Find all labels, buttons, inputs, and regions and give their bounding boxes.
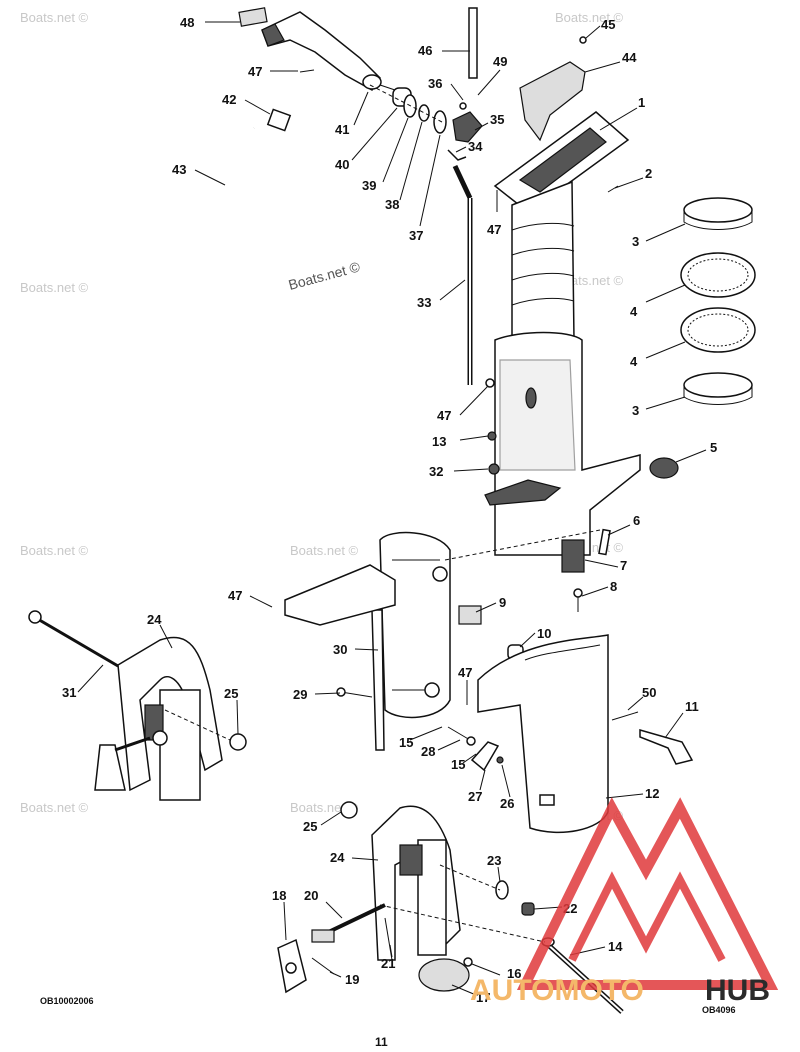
callout-2: 2 <box>645 166 652 181</box>
callout-23: 23 <box>487 853 501 868</box>
callout-25: 25 <box>224 686 238 701</box>
callout-4: 4 <box>630 304 638 319</box>
callout-43: 43 <box>172 162 186 177</box>
callout-1: 1 <box>638 95 645 110</box>
brand-text-automoto: AUTOMOTO <box>470 974 644 1007</box>
callout-47: 47 <box>228 588 242 603</box>
callout-33: 33 <box>417 295 431 310</box>
callout-17: 17 <box>476 990 490 1005</box>
callout-16: 16 <box>507 966 521 981</box>
callout-39: 39 <box>362 178 376 193</box>
callout-29: 29 <box>293 687 307 702</box>
callout-46: 46 <box>418 43 432 58</box>
steering-handle-group <box>222 7 587 531</box>
callout-20: 20 <box>304 888 318 903</box>
callout-3: 3 <box>632 403 639 418</box>
callout-47: 47 <box>248 64 262 79</box>
callout-37: 37 <box>409 228 423 243</box>
callout-27: 27 <box>468 789 482 804</box>
page-number: 11 <box>375 1035 388 1049</box>
brand-text-hub: HUB <box>705 974 770 1007</box>
callout-9: 9 <box>499 595 506 610</box>
diagram-code-left: OB10002006 <box>40 996 94 1006</box>
watermark-text: Boats.net © <box>555 10 624 25</box>
callout-10: 10 <box>537 626 551 641</box>
callout-48: 48 <box>180 15 194 30</box>
callout-24: 24 <box>330 850 345 865</box>
callout-25: 25 <box>303 819 317 834</box>
callout-38: 38 <box>385 197 399 212</box>
callout-18: 18 <box>272 888 286 903</box>
callout-7: 7 <box>620 558 627 573</box>
callout-13: 13 <box>432 434 446 449</box>
callout-47: 47 <box>458 665 472 680</box>
callout-45: 45 <box>601 17 615 32</box>
callout-36: 36 <box>428 76 442 91</box>
watermark-text: Boats.net © <box>290 543 359 558</box>
callout-3: 3 <box>632 234 639 249</box>
callout-31: 31 <box>62 685 76 700</box>
clamp-bracket-bottom <box>277 801 624 1014</box>
bearing-rings <box>649 197 756 479</box>
callout-19: 19 <box>345 972 359 987</box>
callout-21: 21 <box>381 956 395 971</box>
stern-bracket-group <box>284 528 694 834</box>
callout-8: 8 <box>610 579 617 594</box>
callout-49: 49 <box>493 54 507 69</box>
callout-5: 5 <box>710 440 717 455</box>
swivel-housing <box>484 111 641 556</box>
callout-24: 24 <box>147 612 162 627</box>
callout-47: 47 <box>487 222 501 237</box>
watermark-text: Boats.net © <box>20 800 89 815</box>
callout-41: 41 <box>335 122 349 137</box>
callout-12: 12 <box>645 786 659 801</box>
callout-28: 28 <box>421 744 435 759</box>
clamp-bracket-left <box>28 610 247 801</box>
callout-numbers: 48 47 42 43 41 40 39 38 37 46 49 36 35 3… <box>62 15 717 1005</box>
callout-14: 14 <box>608 939 623 954</box>
leader-lines <box>77 21 707 996</box>
callout-11: 11 <box>685 699 699 714</box>
callout-30: 30 <box>333 642 347 657</box>
callout-6: 6 <box>633 513 640 528</box>
callout-35: 35 <box>490 112 504 127</box>
callout-50: 50 <box>642 685 656 700</box>
guide-lines <box>164 84 601 943</box>
callout-26: 26 <box>500 796 514 811</box>
callout-34: 34 <box>468 139 483 154</box>
watermark-text: Boats.net © <box>20 280 89 295</box>
callout-40: 40 <box>335 157 349 172</box>
callout-47: 47 <box>437 408 451 423</box>
watermark-center: Boats.net © <box>287 258 363 293</box>
callout-15: 15 <box>451 757 465 772</box>
diagram-code-right: OB4096 <box>702 1005 736 1015</box>
brand-logo-icon <box>516 797 779 990</box>
callout-15: 15 <box>399 735 413 750</box>
callout-42: 42 <box>222 92 236 107</box>
callout-32: 32 <box>429 464 443 479</box>
brand-logo: AUTOMOTO HUB <box>470 797 779 1007</box>
watermark-text: Boats.net © <box>20 10 89 25</box>
callout-4: 4 <box>630 354 638 369</box>
watermark-text: Boats.net © <box>20 543 89 558</box>
callout-44: 44 <box>622 50 637 65</box>
